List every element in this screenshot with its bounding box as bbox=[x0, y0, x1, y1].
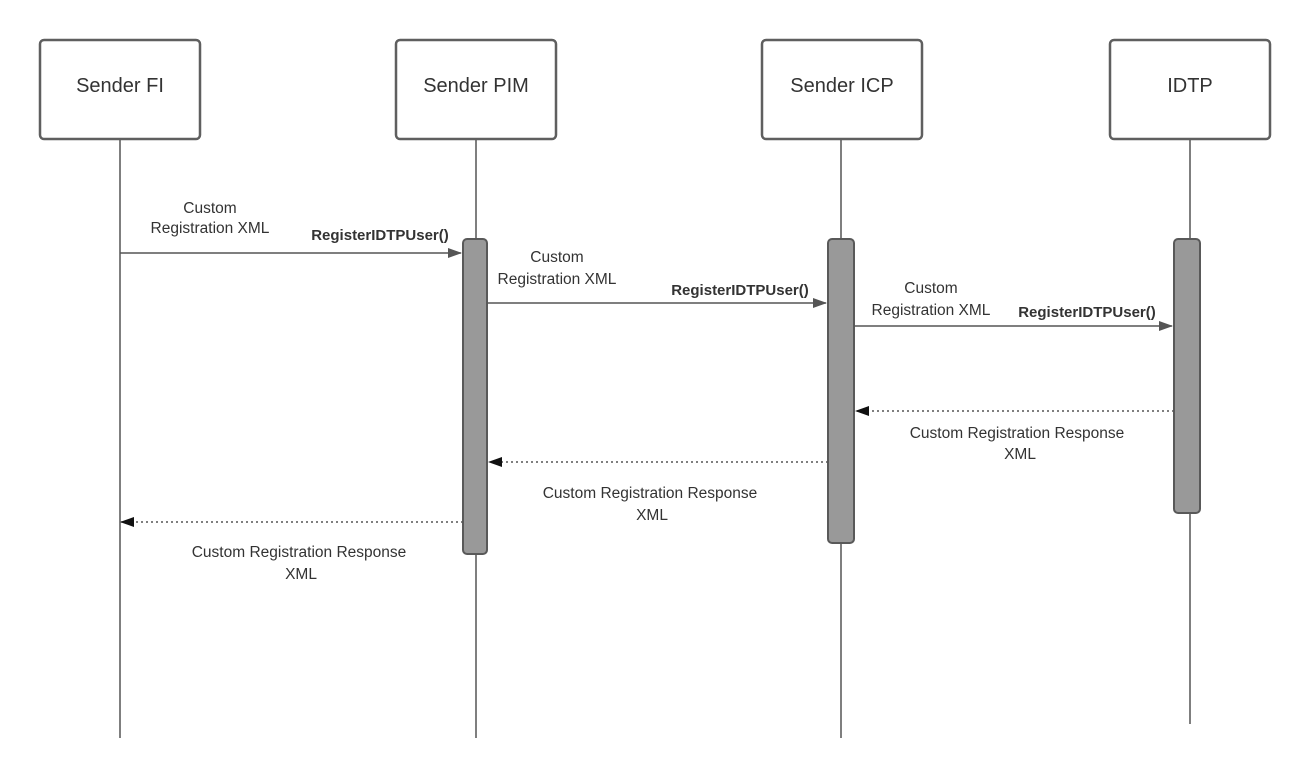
message-request-1: Custom Registration XML RegisterIDTPUser… bbox=[120, 200, 462, 258]
participant-sender-fi: Sender FI bbox=[38, 38, 202, 141]
message-label-line: XML bbox=[1004, 446, 1036, 463]
participant-label: Sender PIM bbox=[423, 75, 529, 97]
message-label-line: Custom bbox=[530, 249, 583, 266]
participant-label: Sender ICP bbox=[790, 75, 893, 97]
method-label: RegisterIDTPUser() bbox=[1018, 304, 1156, 321]
participant-label: IDTP bbox=[1167, 75, 1213, 97]
message-label-line: Custom Registration Response bbox=[192, 544, 407, 561]
message-label-line: Custom Registration Response bbox=[543, 485, 758, 502]
message-label-line: XML bbox=[636, 507, 668, 524]
activation-bar-sender-pim bbox=[462, 238, 488, 555]
method-label: RegisterIDTPUser() bbox=[311, 227, 449, 244]
participant-sender-icp: Sender ICP bbox=[760, 38, 924, 141]
message-label-line: Registration XML bbox=[498, 271, 617, 288]
message-label-line: Registration XML bbox=[151, 220, 270, 237]
message-request-2: Custom Registration XML RegisterIDTPUser… bbox=[487, 249, 827, 308]
activation-bar-idtp bbox=[1173, 238, 1201, 514]
message-request-3: Custom Registration XML RegisterIDTPUser… bbox=[854, 280, 1173, 331]
message-label-line: Custom bbox=[183, 200, 236, 217]
message-label-line: Registration XML bbox=[872, 302, 991, 319]
method-label: RegisterIDTPUser() bbox=[671, 282, 809, 299]
message-response-2: Custom Registration Response XML bbox=[488, 457, 828, 524]
message-response-1: Custom Registration Response XML bbox=[855, 406, 1174, 463]
activations bbox=[462, 238, 1201, 555]
activation-bar-sender-icp bbox=[827, 238, 855, 544]
message-label-line: XML bbox=[285, 566, 317, 583]
message-label-line: Custom bbox=[904, 280, 957, 297]
participant-idtp: IDTP bbox=[1108, 38, 1272, 141]
message-response-3: Custom Registration Response XML bbox=[120, 517, 463, 583]
participant-label: Sender FI bbox=[76, 75, 164, 97]
participant-sender-pim: Sender PIM bbox=[394, 38, 558, 141]
message-label-line: Custom Registration Response bbox=[910, 425, 1125, 442]
